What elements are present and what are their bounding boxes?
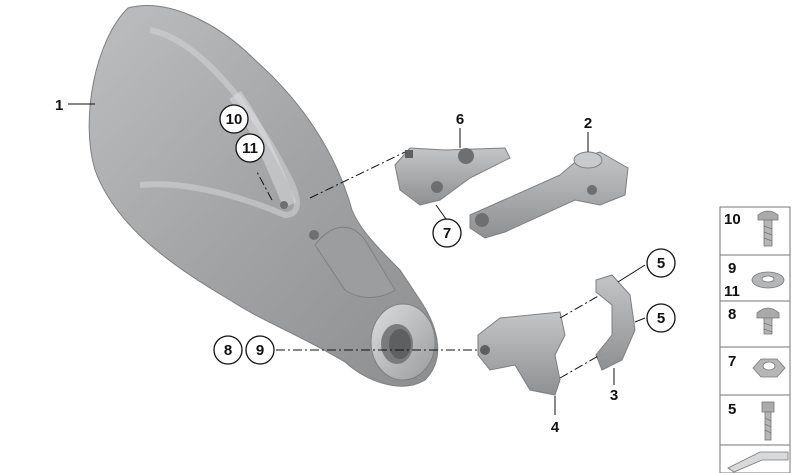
- hardware-legend: 10 9 11 8 7 5: [719, 206, 791, 473]
- legend-row-9-11: 9 11: [724, 260, 785, 300]
- legend-row-7: 7: [728, 353, 786, 378]
- callout-4: 4: [551, 419, 560, 436]
- legend-row-10: 10: [724, 210, 779, 247]
- svg-text:11: 11: [724, 283, 740, 300]
- svg-text:8: 8: [728, 306, 736, 323]
- legend-row-5: 5: [728, 401, 775, 441]
- svg-text:3: 3: [610, 387, 618, 404]
- callout-7: 7: [432, 218, 462, 248]
- callout-11: 11: [235, 133, 265, 163]
- svg-text:5: 5: [657, 310, 665, 327]
- callout-6: 6: [456, 111, 464, 128]
- callout-5-top: 5: [646, 248, 676, 278]
- callout-5-bottom: 5: [646, 303, 676, 333]
- legend-row-8: 8: [728, 306, 780, 335]
- svg-text:9: 9: [256, 342, 264, 359]
- legend-footer-arrow-icon: [727, 451, 789, 473]
- svg-text:8: 8: [224, 342, 232, 359]
- adapter-block-part: [477, 311, 566, 396]
- svg-text:6: 6: [456, 111, 464, 128]
- callout-2: 2: [584, 115, 592, 132]
- callout-3: 3: [610, 387, 618, 404]
- svg-text:9: 9: [728, 260, 736, 277]
- svg-text:10: 10: [724, 211, 741, 228]
- svg-text:11: 11: [242, 140, 258, 157]
- hand-guard-shield: [88, 5, 439, 387]
- mount-bracket-part: [394, 147, 511, 206]
- callout-10: 10: [219, 104, 249, 134]
- clamp-half-part: [595, 274, 636, 371]
- leader-lines: [68, 103, 646, 415]
- svg-text:4: 4: [551, 419, 560, 436]
- svg-text:5: 5: [657, 255, 665, 272]
- callout-1-number: 1: [55, 97, 63, 114]
- clamp-arm-part: [469, 151, 629, 239]
- svg-text:5: 5: [728, 401, 736, 418]
- svg-text:7: 7: [728, 353, 736, 370]
- callout-8: 8: [213, 335, 243, 365]
- svg-text:2: 2: [584, 115, 592, 132]
- svg-text:10: 10: [226, 111, 243, 128]
- svg-text:7: 7: [443, 225, 451, 242]
- callout-1: 1: [55, 97, 63, 114]
- callout-9: 9: [245, 335, 275, 365]
